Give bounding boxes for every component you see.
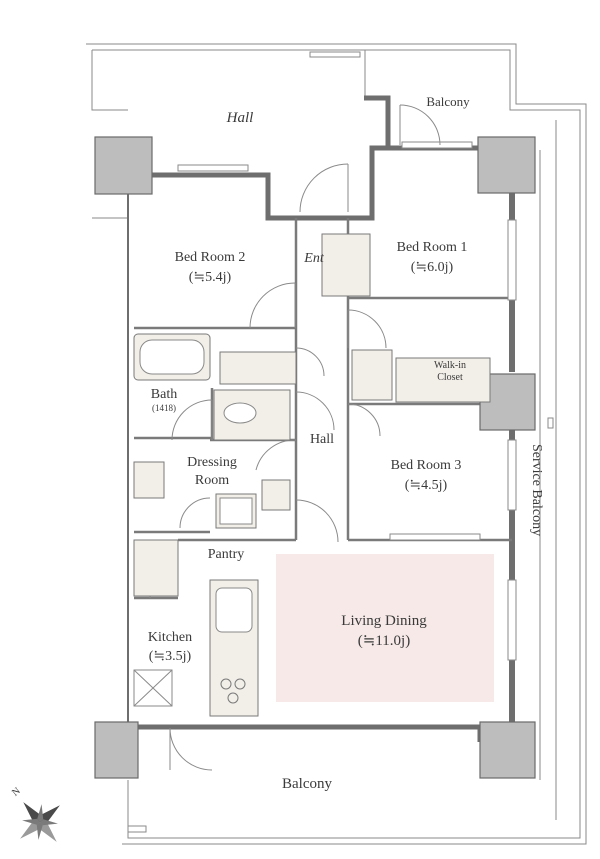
label-bedroom2-size: (≒5.4j) xyxy=(189,270,232,285)
label-bath-size: (1418) xyxy=(152,403,176,413)
label-bedroom2-name: Bed Room 2 xyxy=(175,250,246,265)
label-dressing-line1: Dressing xyxy=(187,455,237,470)
pillar-top-right xyxy=(477,136,536,194)
label-bath-name: Bath xyxy=(151,387,177,402)
label-entrance: Ent xyxy=(303,251,325,266)
windows xyxy=(127,51,554,833)
pillar-top-left xyxy=(94,136,153,195)
compass-north-label: N xyxy=(10,786,23,799)
label-hall-inner: Hall xyxy=(310,432,334,447)
label-balcony-bottom: Balcony xyxy=(282,776,332,792)
label-dressing-line2: Room xyxy=(195,473,229,488)
label-walkin-line1: Walk-in xyxy=(434,360,466,371)
label-pantry: Pantry xyxy=(208,547,245,562)
label-bedroom1-name: Bed Room 1 xyxy=(397,240,468,255)
label-living-size: (≒11.0j) xyxy=(358,633,410,649)
label-kitchen-name: Kitchen xyxy=(148,630,192,645)
label-hall-top: Hall xyxy=(226,110,254,126)
label-service-balcony: Service Balcony xyxy=(529,444,544,536)
outer-terrace-outline xyxy=(86,43,587,845)
label-balcony-top: Balcony xyxy=(426,94,470,109)
pillar-bottom-left xyxy=(94,721,139,779)
label-bedroom3-name: Bed Room 3 xyxy=(391,458,462,473)
living-dining-highlight xyxy=(276,554,494,702)
label-walkin-line2: Closet xyxy=(437,372,463,383)
compass-rose xyxy=(20,802,60,842)
label-kitchen-size: (≒3.5j) xyxy=(149,649,192,664)
fixtures xyxy=(133,233,491,717)
label-bedroom1-size: (≒6.0j) xyxy=(411,260,454,275)
pillar-bottom-right xyxy=(479,721,536,779)
label-living-name: Living Dining xyxy=(341,613,427,629)
label-bedroom3-size: (≒4.5j) xyxy=(405,478,448,493)
